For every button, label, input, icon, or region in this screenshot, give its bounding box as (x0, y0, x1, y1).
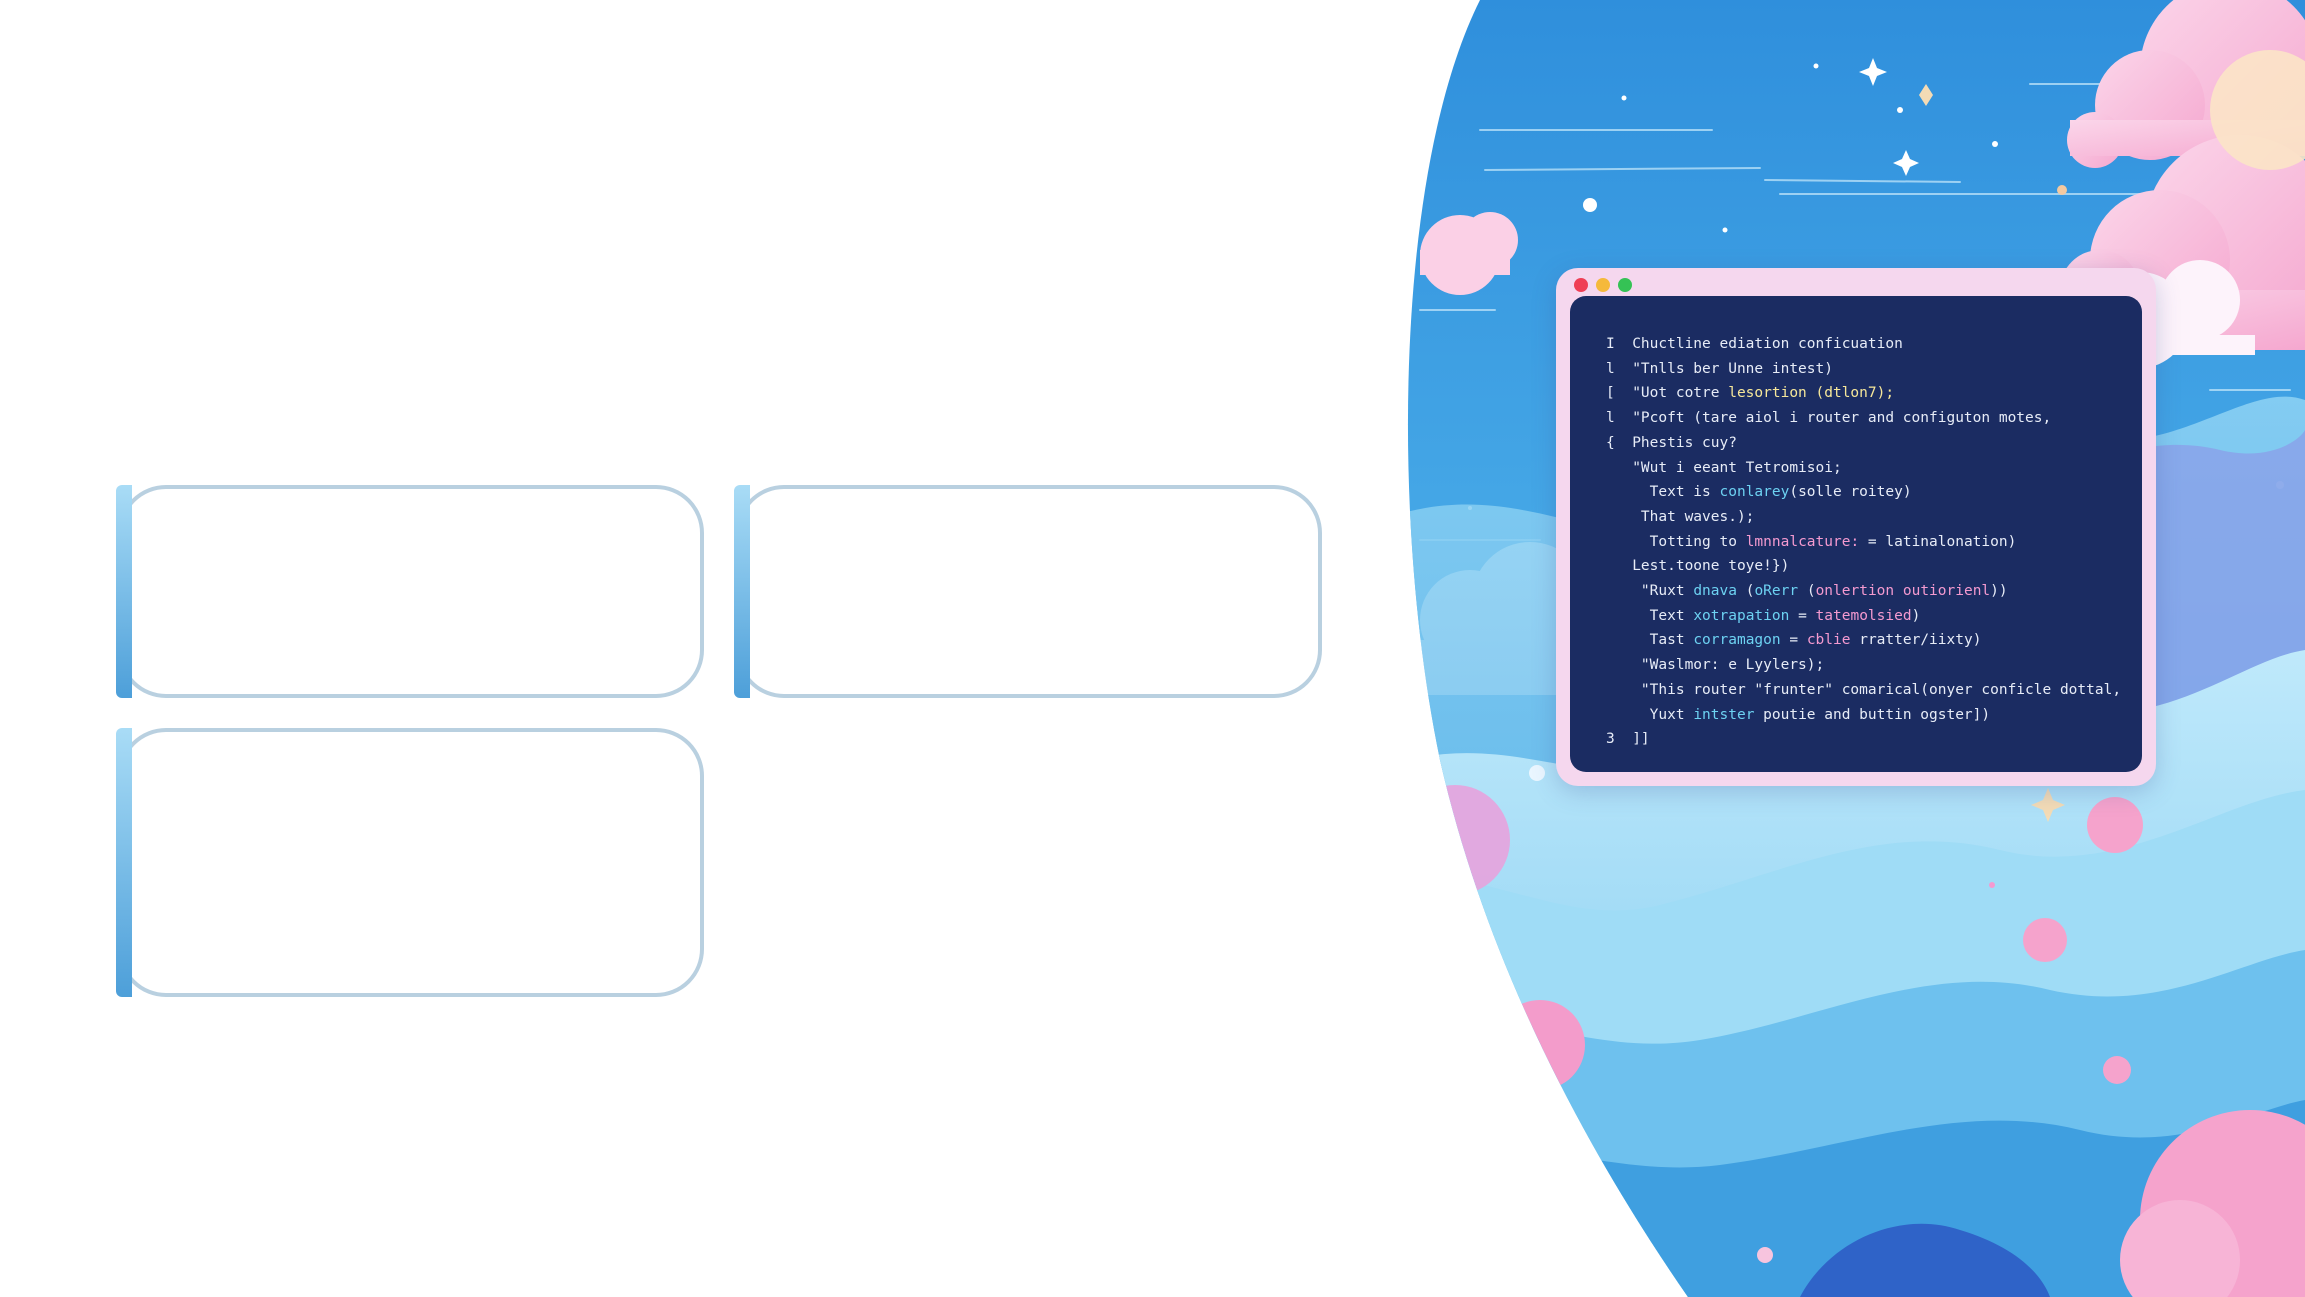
code-token: conlarey (1719, 484, 1790, 501)
code-token: intster (1693, 706, 1755, 723)
code-token: I Chuctline ediation conficuation (1606, 336, 1903, 352)
code-token: Tast (1606, 632, 1694, 649)
code-line: l "Tnlls ber Unne intest) (1606, 357, 2124, 382)
code-line: Lest.toone toye!}) (1606, 554, 2124, 579)
code-token: lesortion (dtlon7); (1728, 385, 1895, 402)
sparkle-icon (1859, 58, 1887, 86)
code-token: tatemolsied (1815, 607, 1912, 624)
wave-layer (1800, 1223, 2050, 1297)
code-token: = (1780, 632, 1807, 649)
code-line: l "Pcoft (tare aiol i router and configu… (1606, 406, 2124, 431)
code-lines: I Chuctline ediation conficuation l "Tnll… (1606, 332, 2124, 752)
code-token: [ "Uot cotre (1606, 385, 1729, 402)
code-token: Totting to (1606, 533, 1746, 550)
sparkle-icon (1893, 150, 1919, 176)
code-line: Totting to lmnnalcature: = latinalonatio… (1606, 530, 2124, 555)
code-line: "Ruxt dnava (oRerr (onlertion outiorienl… (1606, 579, 2124, 604)
code-token: l "Pcoft (tare aiol i router and configu… (1606, 410, 2052, 427)
code-line: I Chuctline ediation conficuation (1606, 332, 2124, 357)
card-accent-bar (116, 485, 132, 698)
code-editor-panel: I Chuctline ediation conficuation l "Tnll… (1570, 296, 2142, 772)
code-token: poutie and buttin ogster]) (1754, 706, 1991, 723)
code-token: Yuxt (1606, 706, 1694, 723)
code-token: l "Tnlls ber Unne intest) (1606, 360, 1833, 377)
card-accent-bar (734, 485, 750, 698)
code-token: Text (1606, 607, 1694, 624)
sparkle-icon (2031, 788, 2065, 822)
window-close-dot-icon (1574, 278, 1588, 292)
code-token: That waves.); (1606, 508, 1755, 525)
code-token: corramagon (1693, 632, 1781, 649)
window-minimize-dot-icon (1596, 278, 1610, 292)
code-token: "Ruxt (1606, 583, 1694, 600)
code-line: That waves.); (1606, 505, 2124, 530)
code-token: rratter/iixty) (1850, 632, 1982, 649)
code-line: "Wut i eeant Tetromisoi; (1606, 456, 2124, 481)
code-token: = latinalonation) (1859, 533, 2017, 550)
code-line: Tast corramagon = cblie rratter/iixty) (1606, 628, 2124, 653)
window-maximize-dot-icon (1618, 278, 1632, 292)
code-line: { Phestis cuy? (1606, 431, 2124, 456)
content-card-3 (116, 728, 704, 997)
code-token: ) (1911, 607, 1921, 624)
code-token: xotrapation (1693, 607, 1790, 624)
code-token: )) (1990, 583, 2008, 600)
code-token: "This router "frunter" comarical(onyer c… (1606, 681, 2122, 698)
code-token: "Wut i eeant Tetromisoi; (1606, 459, 1842, 476)
content-card-2 (734, 485, 1322, 698)
code-line: 3 ]] (1606, 727, 2124, 752)
code-token: oRerr (1754, 583, 1799, 600)
card-accent-bar (116, 728, 132, 997)
code-line: "Waslmor: e Lyylers); (1606, 653, 2124, 678)
code-token: { Phestis cuy? (1606, 434, 1737, 451)
code-window: I Chuctline ediation conficuation l "Tnll… (1556, 268, 2156, 786)
code-line: [ "Uot cotre lesortion (dtlon7); (1606, 381, 2124, 406)
code-line: Yuxt intster poutie and buttin ogster]) (1606, 703, 2124, 728)
code-token: Text is (1606, 484, 1720, 501)
code-line: Text is conlarey(solle roitey) (1606, 480, 2124, 505)
code-token: cblie (1806, 632, 1851, 649)
code-line: "This router "frunter" comarical(onyer c… (1606, 678, 2124, 703)
code-token: ( (1798, 583, 1816, 600)
code-token: Lest.toone toye!}) (1606, 558, 1790, 575)
code-token: "Waslmor: e Lyylers); (1606, 657, 1825, 674)
code-token: onlertion outiorienl (1815, 583, 1991, 600)
code-token: lmnnalcature: (1745, 533, 1860, 550)
code-token: dnava (1693, 583, 1737, 600)
code-line: Text xotrapation = tatemolsied) (1606, 604, 2124, 629)
code-token: 3 ]] (1606, 731, 1650, 748)
code-token: ( (1736, 583, 1755, 600)
code-token: (solle roitey) (1789, 484, 1912, 501)
diamond-icon (1919, 84, 1933, 106)
content-card-1 (116, 485, 704, 698)
code-token: = (1789, 607, 1816, 624)
